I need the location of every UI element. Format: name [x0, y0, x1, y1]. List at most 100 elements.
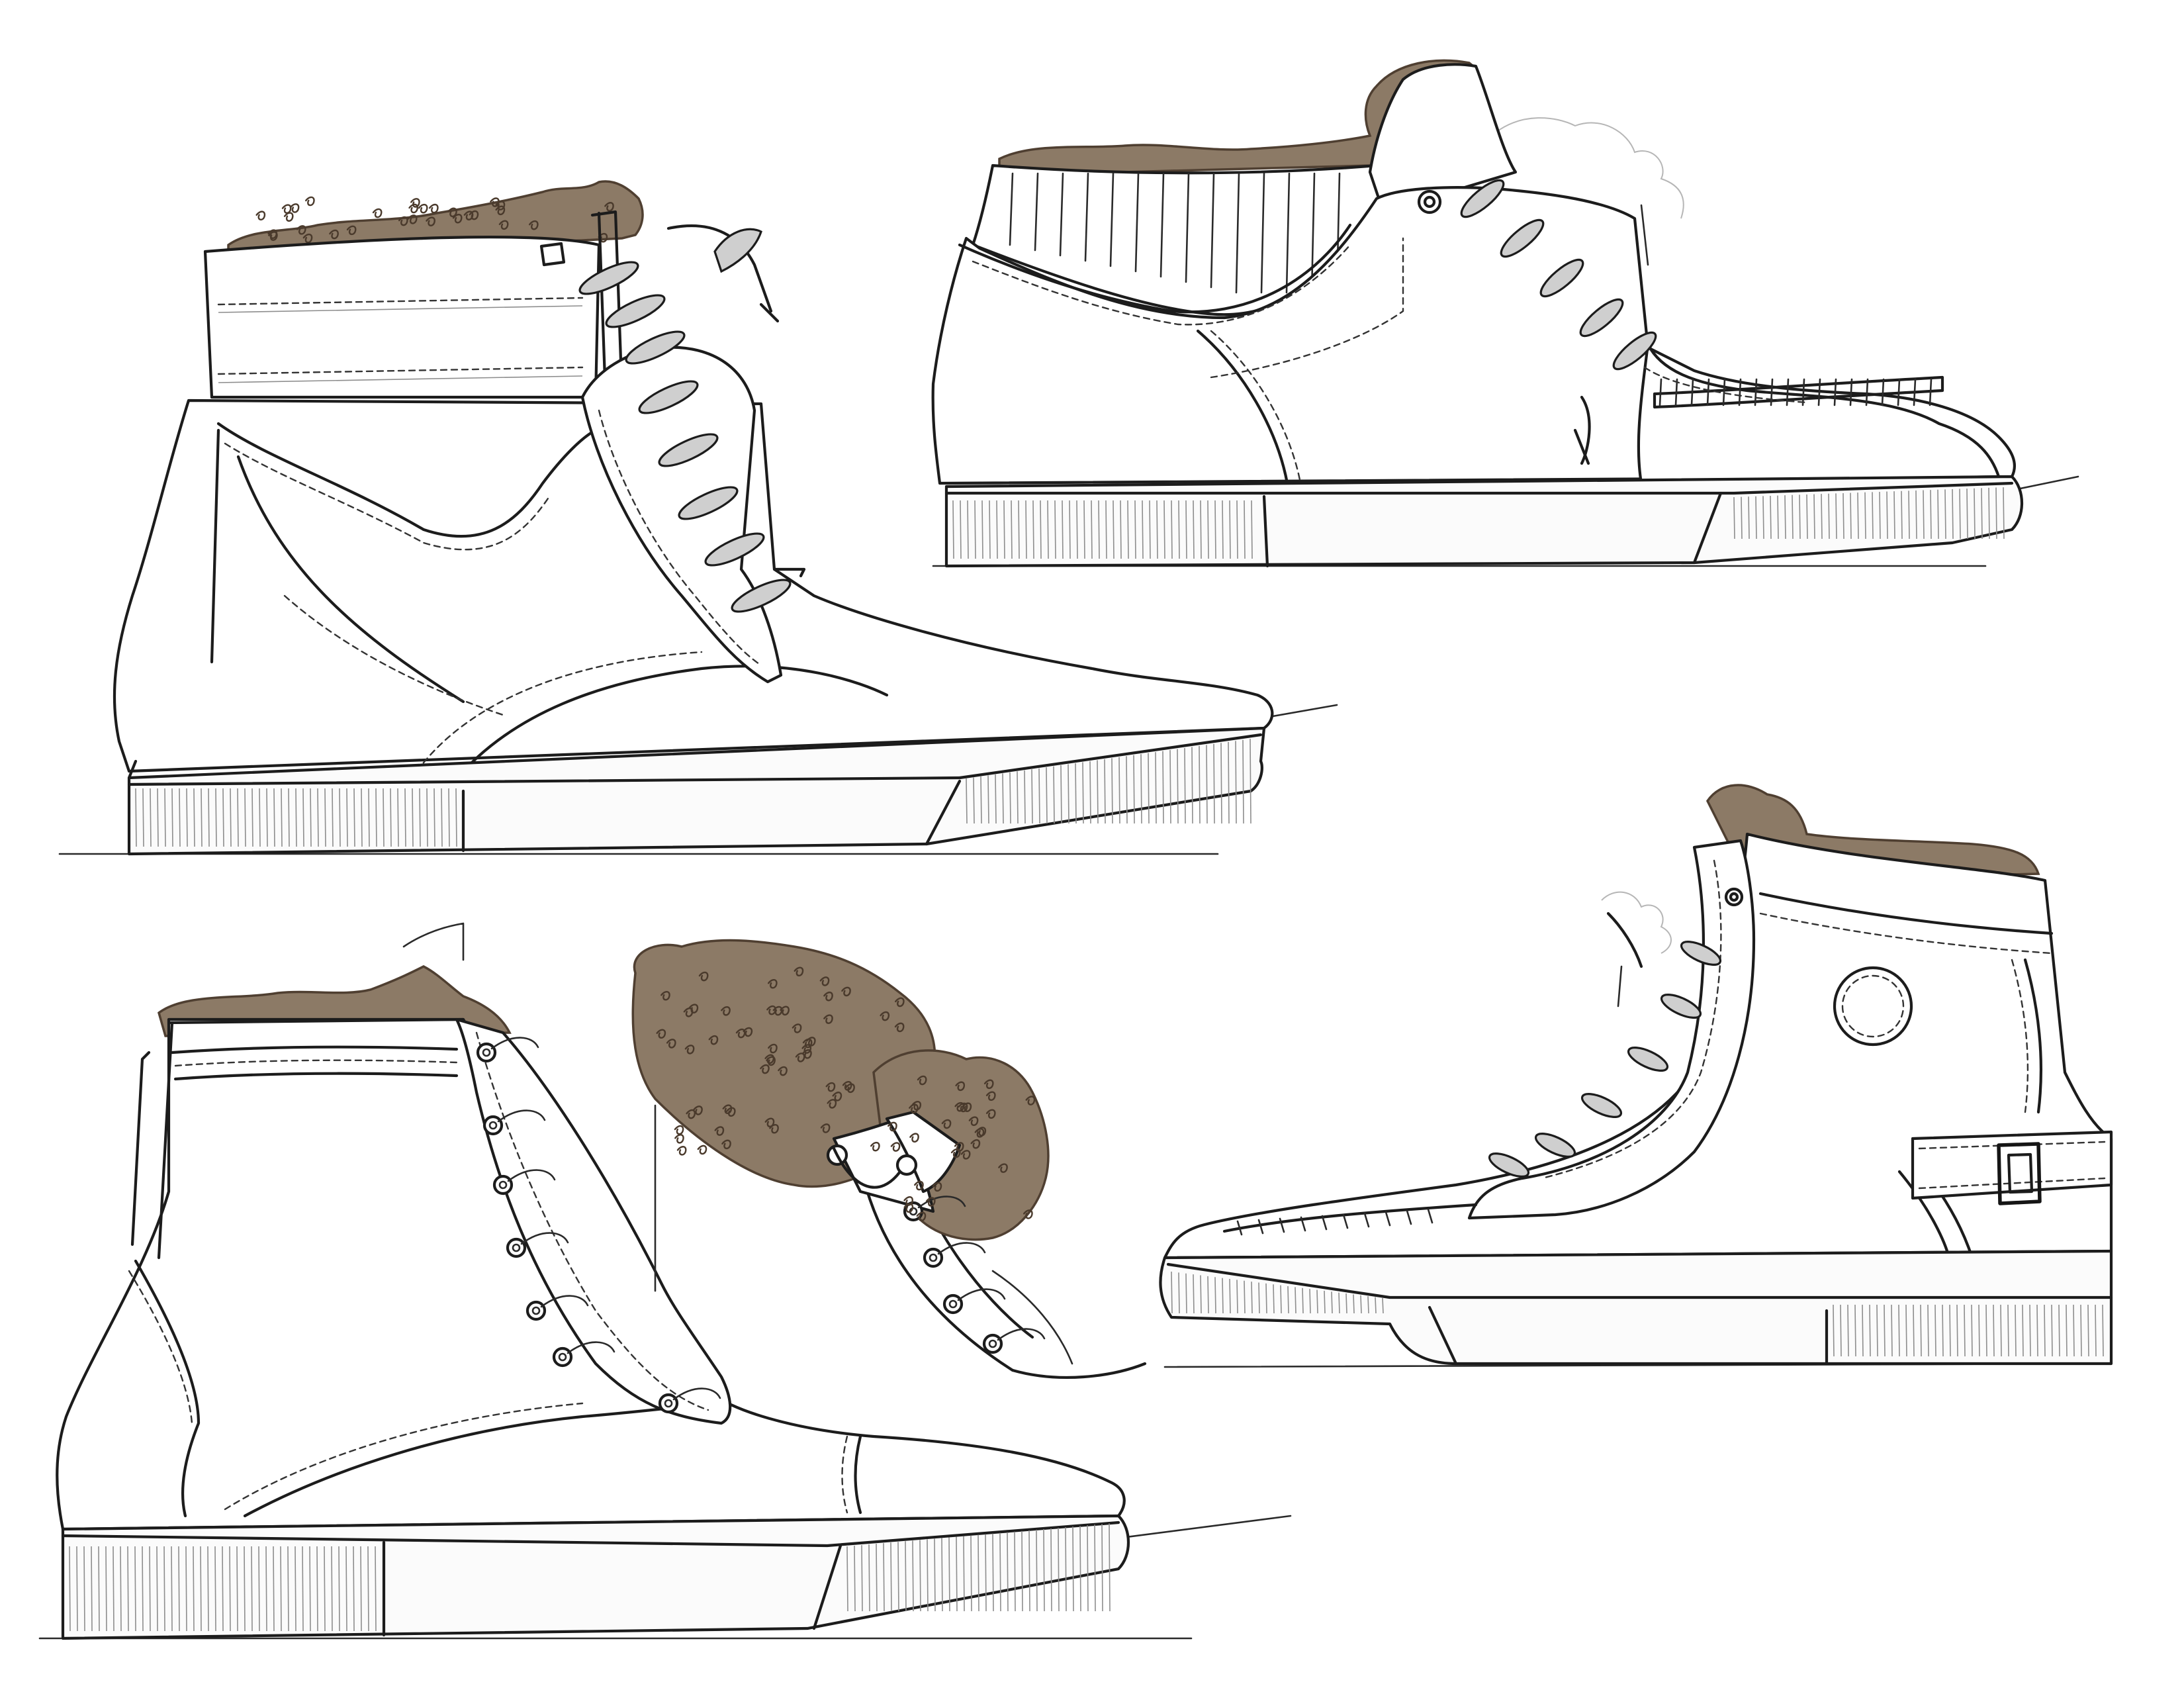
fur-curl	[426, 216, 435, 226]
sole-hatch-line	[1068, 764, 1069, 824]
sole-hatch-line	[1191, 747, 1193, 824]
sole-hatch-line	[970, 1535, 972, 1612]
sole-hatch-line	[230, 788, 232, 847]
sole-hatch-line	[1884, 1304, 1886, 1357]
sole-hatch-line	[441, 788, 443, 847]
fur-curl	[870, 1141, 880, 1152]
sole-hatch-line	[83, 1546, 85, 1632]
sole-hatch-line	[948, 1537, 950, 1612]
sole-hatch-line	[1367, 1296, 1369, 1314]
buckle-icon	[1997, 1142, 2042, 1205]
sole-hatch-line	[2066, 1304, 2068, 1357]
fur-curl	[686, 1109, 696, 1119]
fur-curl	[764, 1054, 775, 1064]
sole-hatch-line	[1942, 1304, 1944, 1357]
sole-hatch-line	[2095, 1304, 2097, 1357]
sole-hatch-line	[1083, 500, 1085, 559]
fur-curl	[674, 1125, 684, 1135]
sole-hatch-line	[1134, 500, 1136, 559]
sole-hatch-line	[1956, 1304, 1958, 1357]
fur-curl	[825, 1082, 836, 1092]
fur-curl	[428, 203, 439, 214]
sole-hatch-line	[1872, 492, 1874, 539]
lace-loop	[578, 261, 639, 295]
eyelet-icon	[942, 1293, 964, 1315]
sole-hatch-line	[367, 1546, 369, 1632]
fur-curl	[296, 225, 306, 235]
moc-stitch	[1659, 378, 1662, 406]
sole-hatch-line	[978, 1534, 979, 1612]
sole-hatch-line	[404, 788, 406, 847]
sole-hatch-line	[383, 788, 385, 847]
eyelet-icon	[658, 1393, 679, 1414]
sole-hatch-line	[919, 1540, 921, 1612]
sole-hatch-line	[1923, 490, 1925, 539]
sole-hatch-line	[1024, 770, 1026, 824]
sole-hatch-line	[150, 788, 152, 847]
sole-hatch-line	[236, 1546, 238, 1632]
sole-hatch-line	[375, 788, 377, 847]
lace-loop	[957, 1288, 1006, 1301]
sole-hatch-line	[1054, 500, 1056, 559]
sole-hatch-line	[412, 788, 414, 847]
lace-loop	[507, 1169, 556, 1182]
fur-curl	[267, 231, 278, 241]
sole-hatch-line	[1835, 493, 1837, 539]
quarter-overlay	[216, 422, 598, 538]
fur-curl	[528, 220, 539, 230]
moc-stitch	[1801, 378, 1805, 406]
fur-curl	[398, 216, 408, 226]
quilted-collar-high-top-sketch	[58, 180, 1338, 856]
sole-hatch-line	[1058, 1528, 1060, 1612]
fur-curl	[769, 1124, 779, 1134]
sole-hatch-line	[1901, 491, 1903, 539]
fur-curl	[960, 1150, 971, 1160]
moc-stitch	[1706, 378, 1710, 406]
moc-stitch	[1427, 1208, 1433, 1224]
lace-panel	[455, 1017, 732, 1425]
eyelet-hole	[498, 1180, 508, 1190]
collar-stripe	[170, 1045, 459, 1055]
lace-loop	[1680, 941, 1722, 966]
sole-hatch-line	[960, 500, 962, 559]
fur-curl	[985, 1091, 996, 1101]
lace-loop	[1612, 331, 1657, 371]
sole-hatch-line	[1091, 500, 1093, 559]
sole-hatch-line	[2087, 1304, 2089, 1357]
sole-hatch-line	[897, 1542, 899, 1612]
lace-loop	[1579, 298, 1624, 338]
lace-loop	[1539, 258, 1584, 298]
eyelet-icon	[982, 1333, 1003, 1354]
fur-curl	[764, 1117, 775, 1127]
sole-hatch-line	[1101, 1524, 1103, 1612]
moc-stitch	[1342, 1213, 1349, 1229]
sole-hatch-line	[987, 775, 989, 824]
sole-hatch-line	[1214, 1277, 1216, 1314]
lace-loop	[497, 1109, 546, 1123]
sole-hatch-line	[868, 1544, 870, 1612]
fur-cuff-detail-sketch	[631, 939, 1147, 1379]
fur-curl	[950, 1148, 961, 1158]
sole-hatch-line	[1251, 500, 1253, 559]
fur-curl	[407, 214, 418, 224]
sole-hatch-line	[1089, 761, 1091, 824]
lace-loop	[1660, 994, 1702, 1019]
moc-stitch	[1738, 378, 1742, 406]
sole-hatch-line	[1193, 500, 1195, 559]
fur-curl	[916, 1211, 927, 1222]
moc-stitch	[1279, 1217, 1285, 1233]
fur-curl	[452, 214, 463, 224]
sole-hatch-line	[1893, 491, 1895, 539]
eyelet-hole	[929, 1253, 938, 1262]
fur-curl	[302, 233, 313, 244]
rib-line	[1185, 172, 1190, 283]
sole-hatch-line	[1003, 500, 1005, 559]
sole-hatch-line	[1770, 495, 1772, 539]
lace-loop	[1500, 218, 1545, 258]
lace-loop	[1488, 1152, 1530, 1178]
fur-curl	[281, 204, 292, 214]
sole-hatch-line	[171, 788, 173, 847]
fur-curl	[903, 1203, 914, 1213]
fur-curl	[985, 1109, 996, 1119]
buckle-strap-moc-boot-sketch	[1159, 784, 2113, 1368]
